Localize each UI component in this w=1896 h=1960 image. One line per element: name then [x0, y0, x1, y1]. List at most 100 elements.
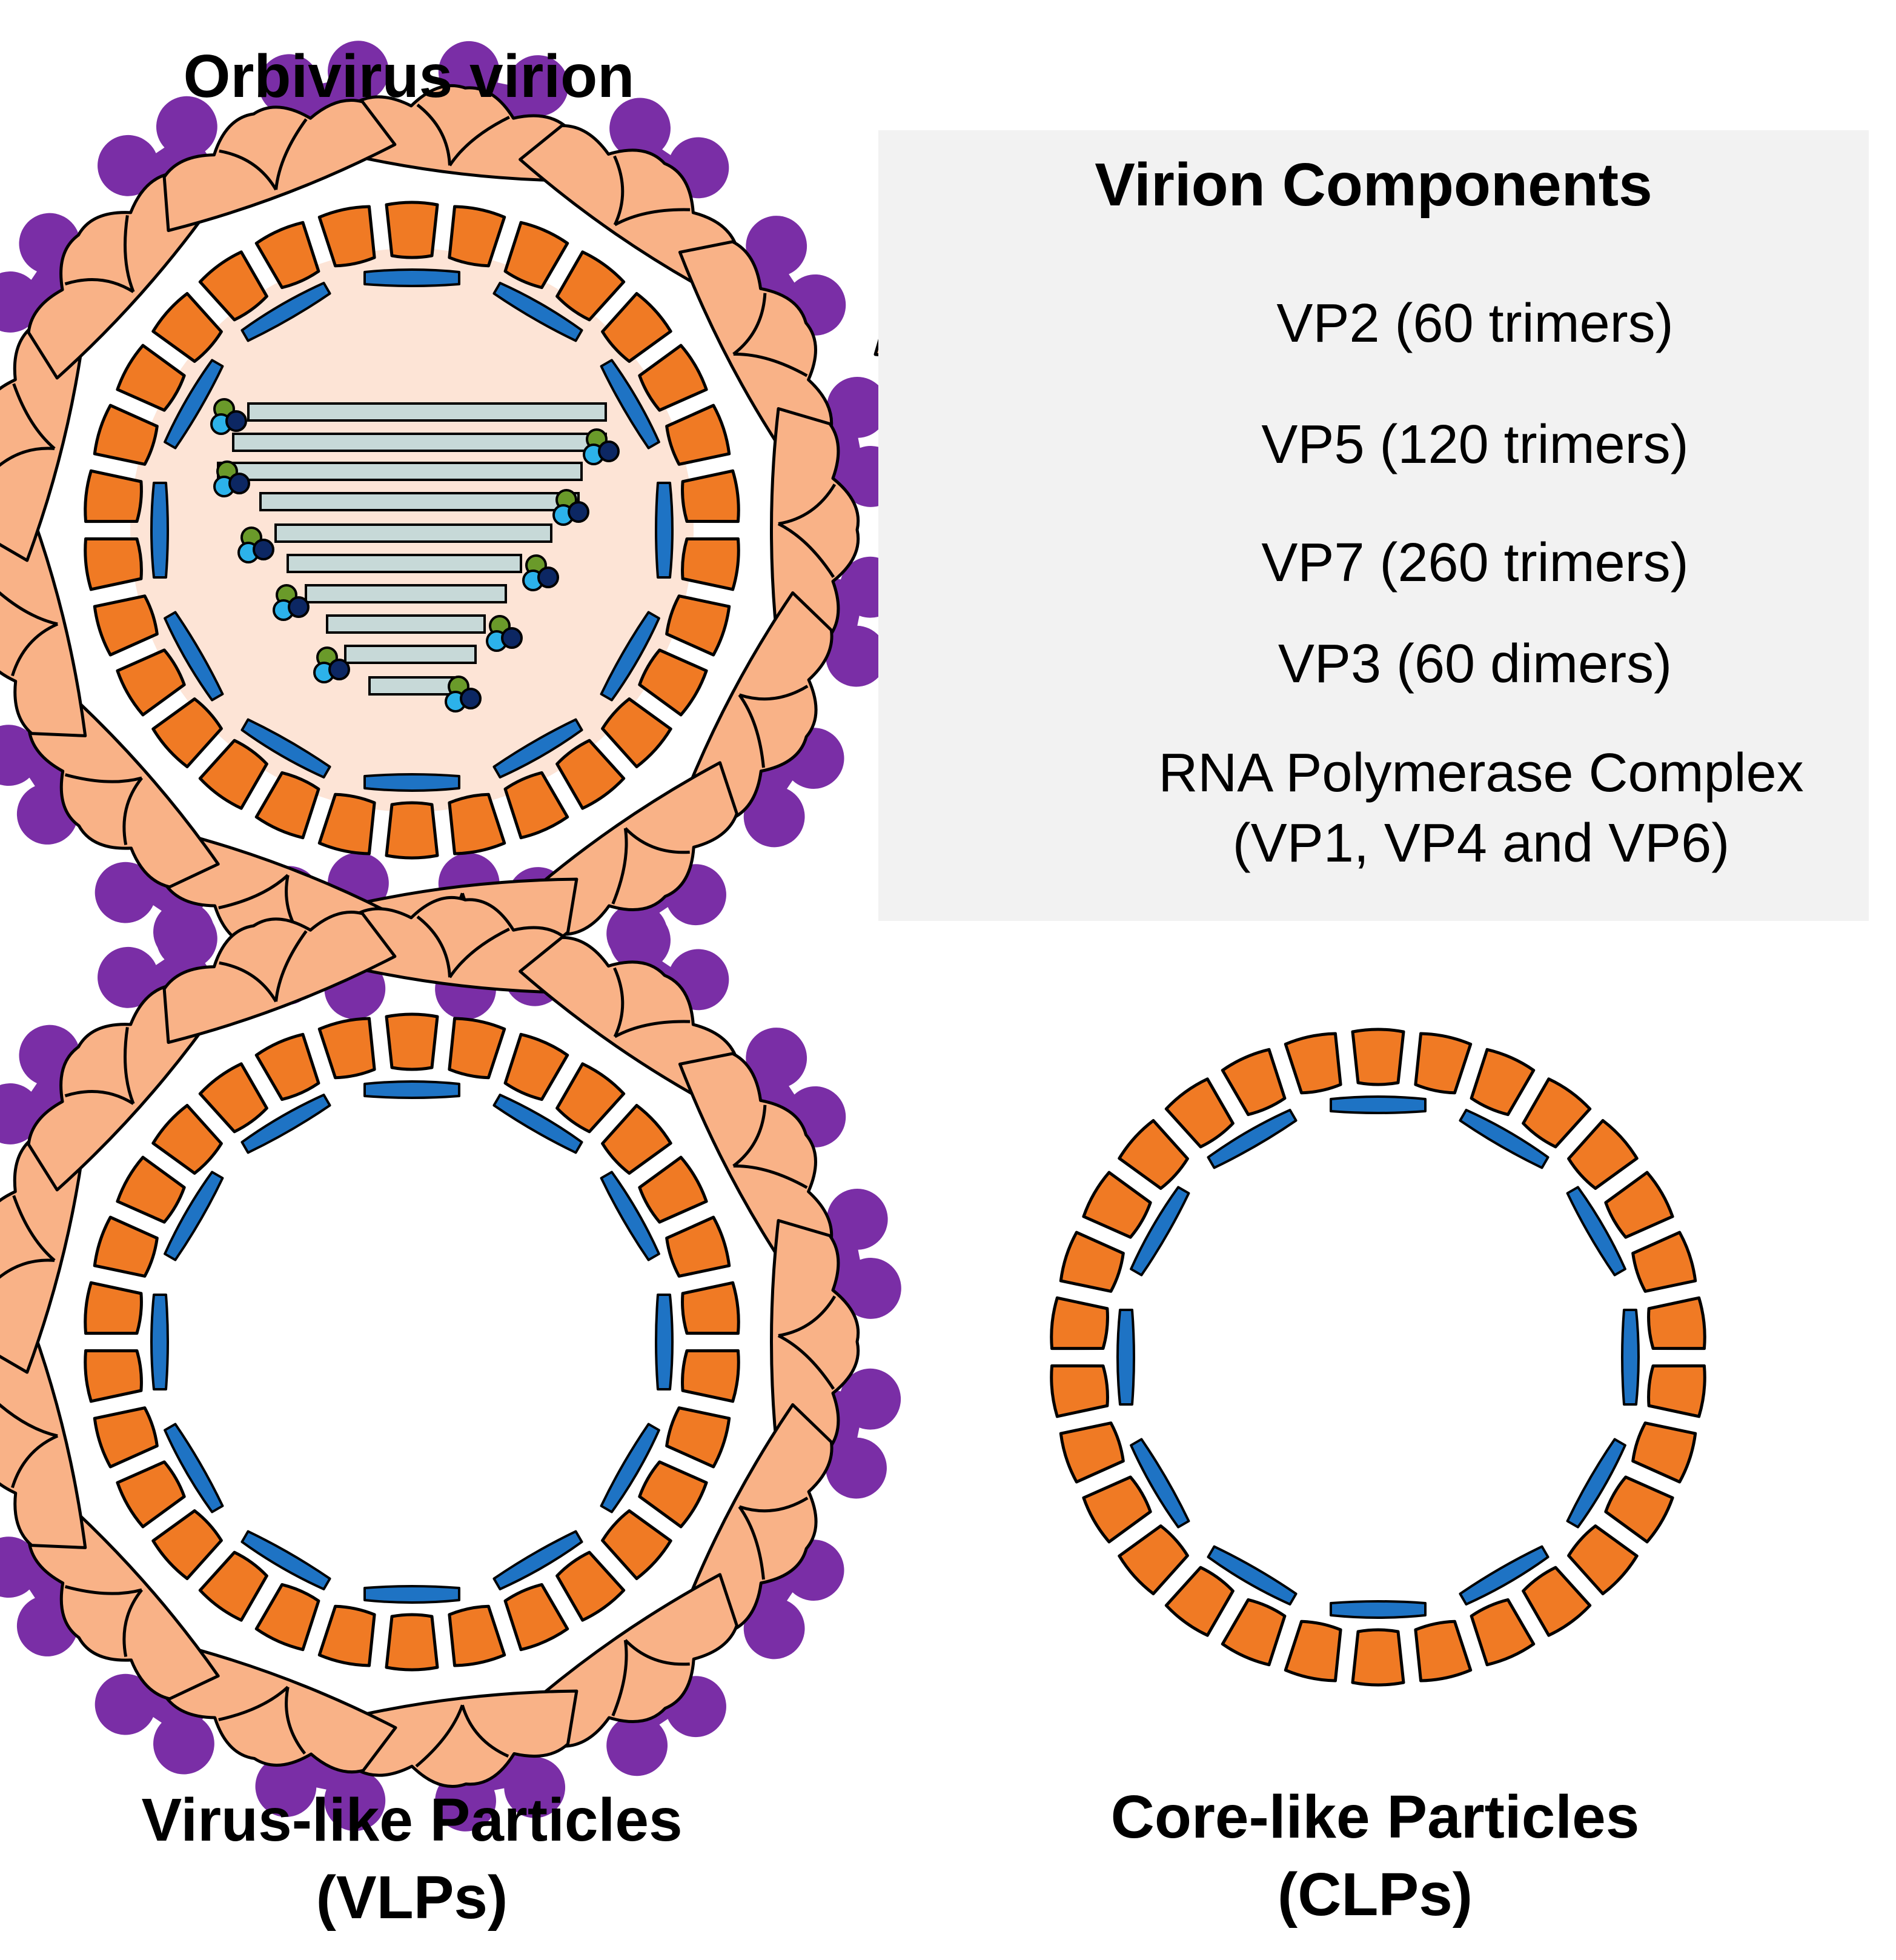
clp-vp7-protein: [1646, 1360, 1706, 1417]
clp-vp7-protein: [1081, 1472, 1155, 1543]
vlp-vp7-protein: [151, 1506, 227, 1580]
virion-vp7-protein: [319, 204, 380, 268]
clp-vp7-protein: [1058, 1417, 1127, 1483]
clp-vp7-protein: [1353, 1630, 1404, 1685]
clp-vp7-protein: [1646, 1298, 1706, 1354]
vlp-vp7-protein: [597, 1506, 672, 1580]
virion-dsrna-segment: [232, 433, 607, 452]
virion-dsrna-segment: [259, 492, 580, 511]
clp-vp3-protein: [1330, 1095, 1427, 1114]
vlp-vp3-protein: [363, 1585, 460, 1604]
virion-dsrna-segment: [247, 402, 607, 422]
vlp-vp7-protein: [84, 1345, 144, 1401]
clp-vp7-protein: [1629, 1232, 1698, 1297]
vlp-vp7-protein: [386, 1615, 437, 1670]
vlp-vp7-protein: [443, 1016, 505, 1080]
clp-vp7-protein: [1629, 1417, 1698, 1483]
vlp-vp7-protein: [319, 1016, 380, 1080]
clp-vp7-protein: [1563, 1119, 1639, 1194]
virion-vp7-protein: [386, 803, 437, 858]
clp-vp7-protein: [1222, 1596, 1291, 1667]
virion-dsrna-segment: [287, 554, 522, 573]
virion-vp7-protein: [84, 533, 144, 590]
vlp-vp7-protein: [680, 1283, 740, 1339]
virion-vp7-protein: [319, 791, 380, 855]
clp-vp7-protein: [1466, 1048, 1535, 1118]
vlp-vp7-protein: [552, 1062, 625, 1137]
clp-vp7-protein: [1118, 1119, 1193, 1194]
virion-title: Orbivirus virion: [183, 42, 635, 110]
virion-vp7-protein: [386, 202, 437, 257]
clp-vp7-protein: [1285, 1031, 1346, 1095]
legend-label-vp2: VP2 (60 trimers): [1276, 293, 1674, 354]
clp-vp3-protein: [1621, 1309, 1640, 1406]
vlp-vp7-protein: [635, 1156, 709, 1227]
vlp-vp7-protein: [680, 1345, 740, 1401]
clp-vp7-protein: [1050, 1298, 1110, 1354]
clp-vp7-protein: [1285, 1618, 1346, 1683]
legend-label-vp7: VP7 (260 trimers): [1261, 533, 1689, 593]
vlp-vp7-protein: [552, 1547, 625, 1622]
virion-vp7-protein: [680, 471, 740, 527]
virion-dsrna-segment: [344, 645, 477, 664]
vlp-vp7-protein: [115, 1156, 188, 1227]
vlp-vp3-protein: [150, 1294, 169, 1390]
vlp-vp7-protein: [115, 1457, 188, 1528]
vlp-vp7-protein: [256, 1032, 325, 1103]
vlp-vp7-protein: [199, 1062, 272, 1137]
clp-vp7-protein: [1118, 1521, 1193, 1595]
clp-vp7-protein: [1353, 1029, 1404, 1085]
legend-label-rna-polymerase-line2: (VP1, VP4 and VP6): [1232, 813, 1730, 874]
clp-vp3-protein: [1116, 1309, 1135, 1406]
clp-vp7-protein: [1518, 1563, 1591, 1637]
vlp-vp3-protein: [363, 1080, 460, 1099]
vlp-vp7-protein: [256, 1581, 325, 1652]
vlp-vp7-protein: [319, 1603, 380, 1667]
vlp-title-line2: (VLPs): [316, 1864, 508, 1932]
clp-vp7-protein: [1602, 1171, 1675, 1243]
legend-label-vp3: VP3 (60 dimers): [1278, 634, 1672, 694]
virion-dsrna-segment: [326, 614, 486, 634]
virion-vp3-protein: [150, 482, 169, 579]
clp-vp7-protein: [1165, 1563, 1238, 1637]
vlp-vp7-protein: [663, 1402, 732, 1467]
vlp-vp7-protein: [151, 1104, 227, 1178]
legend-label-rna-polymerase-line1: RNA Polymerase Complex: [1158, 743, 1804, 803]
vlp-vp7-protein: [500, 1032, 569, 1103]
clp-vp7-protein: [1563, 1521, 1639, 1595]
vlp-vp7-protein: [386, 1014, 437, 1069]
virion-dsrna-segment: [305, 584, 507, 603]
clp-vp7-protein: [1410, 1031, 1471, 1095]
clp-title-line2: (CLPs): [1277, 1861, 1473, 1928]
legend-title: Virion Components: [1095, 151, 1652, 219]
vlp-vp7-protein: [443, 1603, 505, 1667]
virion-vp7-protein: [443, 204, 505, 268]
virion-vp7-protein: [443, 791, 505, 855]
clp-vp3-protein: [1330, 1600, 1427, 1619]
clp-vp7-protein: [1518, 1077, 1591, 1152]
vlp-vp7-protein: [663, 1217, 732, 1282]
vlp-vp7-protein: [92, 1217, 161, 1282]
virion-vp3-protein: [655, 482, 674, 579]
virion-vp3-protein: [363, 773, 460, 792]
virion-dsrna-segment: [274, 523, 552, 543]
vlp-vp3-protein: [655, 1294, 674, 1390]
clp-vp7-protein: [1058, 1232, 1127, 1297]
clp-vp7-protein: [1165, 1077, 1238, 1152]
virion-vp3-protein: [363, 268, 460, 287]
clp-vp7-protein: [1410, 1618, 1471, 1683]
clp-vp7-protein: [1602, 1472, 1675, 1543]
clp-vp7-protein: [1050, 1360, 1110, 1417]
legend-label-vp5: VP5 (120 trimers): [1261, 414, 1689, 475]
clp-vp7-protein: [1222, 1048, 1291, 1118]
legend-panel: [878, 130, 1869, 921]
virion-dsrna-segment: [217, 462, 583, 481]
virion-vp7-protein: [680, 533, 740, 590]
vlp-vp7-protein: [84, 1283, 144, 1339]
clp-vp7-protein: [1466, 1596, 1535, 1667]
virion-dsrna-segment: [368, 676, 456, 696]
vlp-vp7-protein: [199, 1547, 272, 1622]
vlp-vp7-protein: [92, 1402, 161, 1467]
vlp-vp7-protein: [500, 1581, 569, 1652]
